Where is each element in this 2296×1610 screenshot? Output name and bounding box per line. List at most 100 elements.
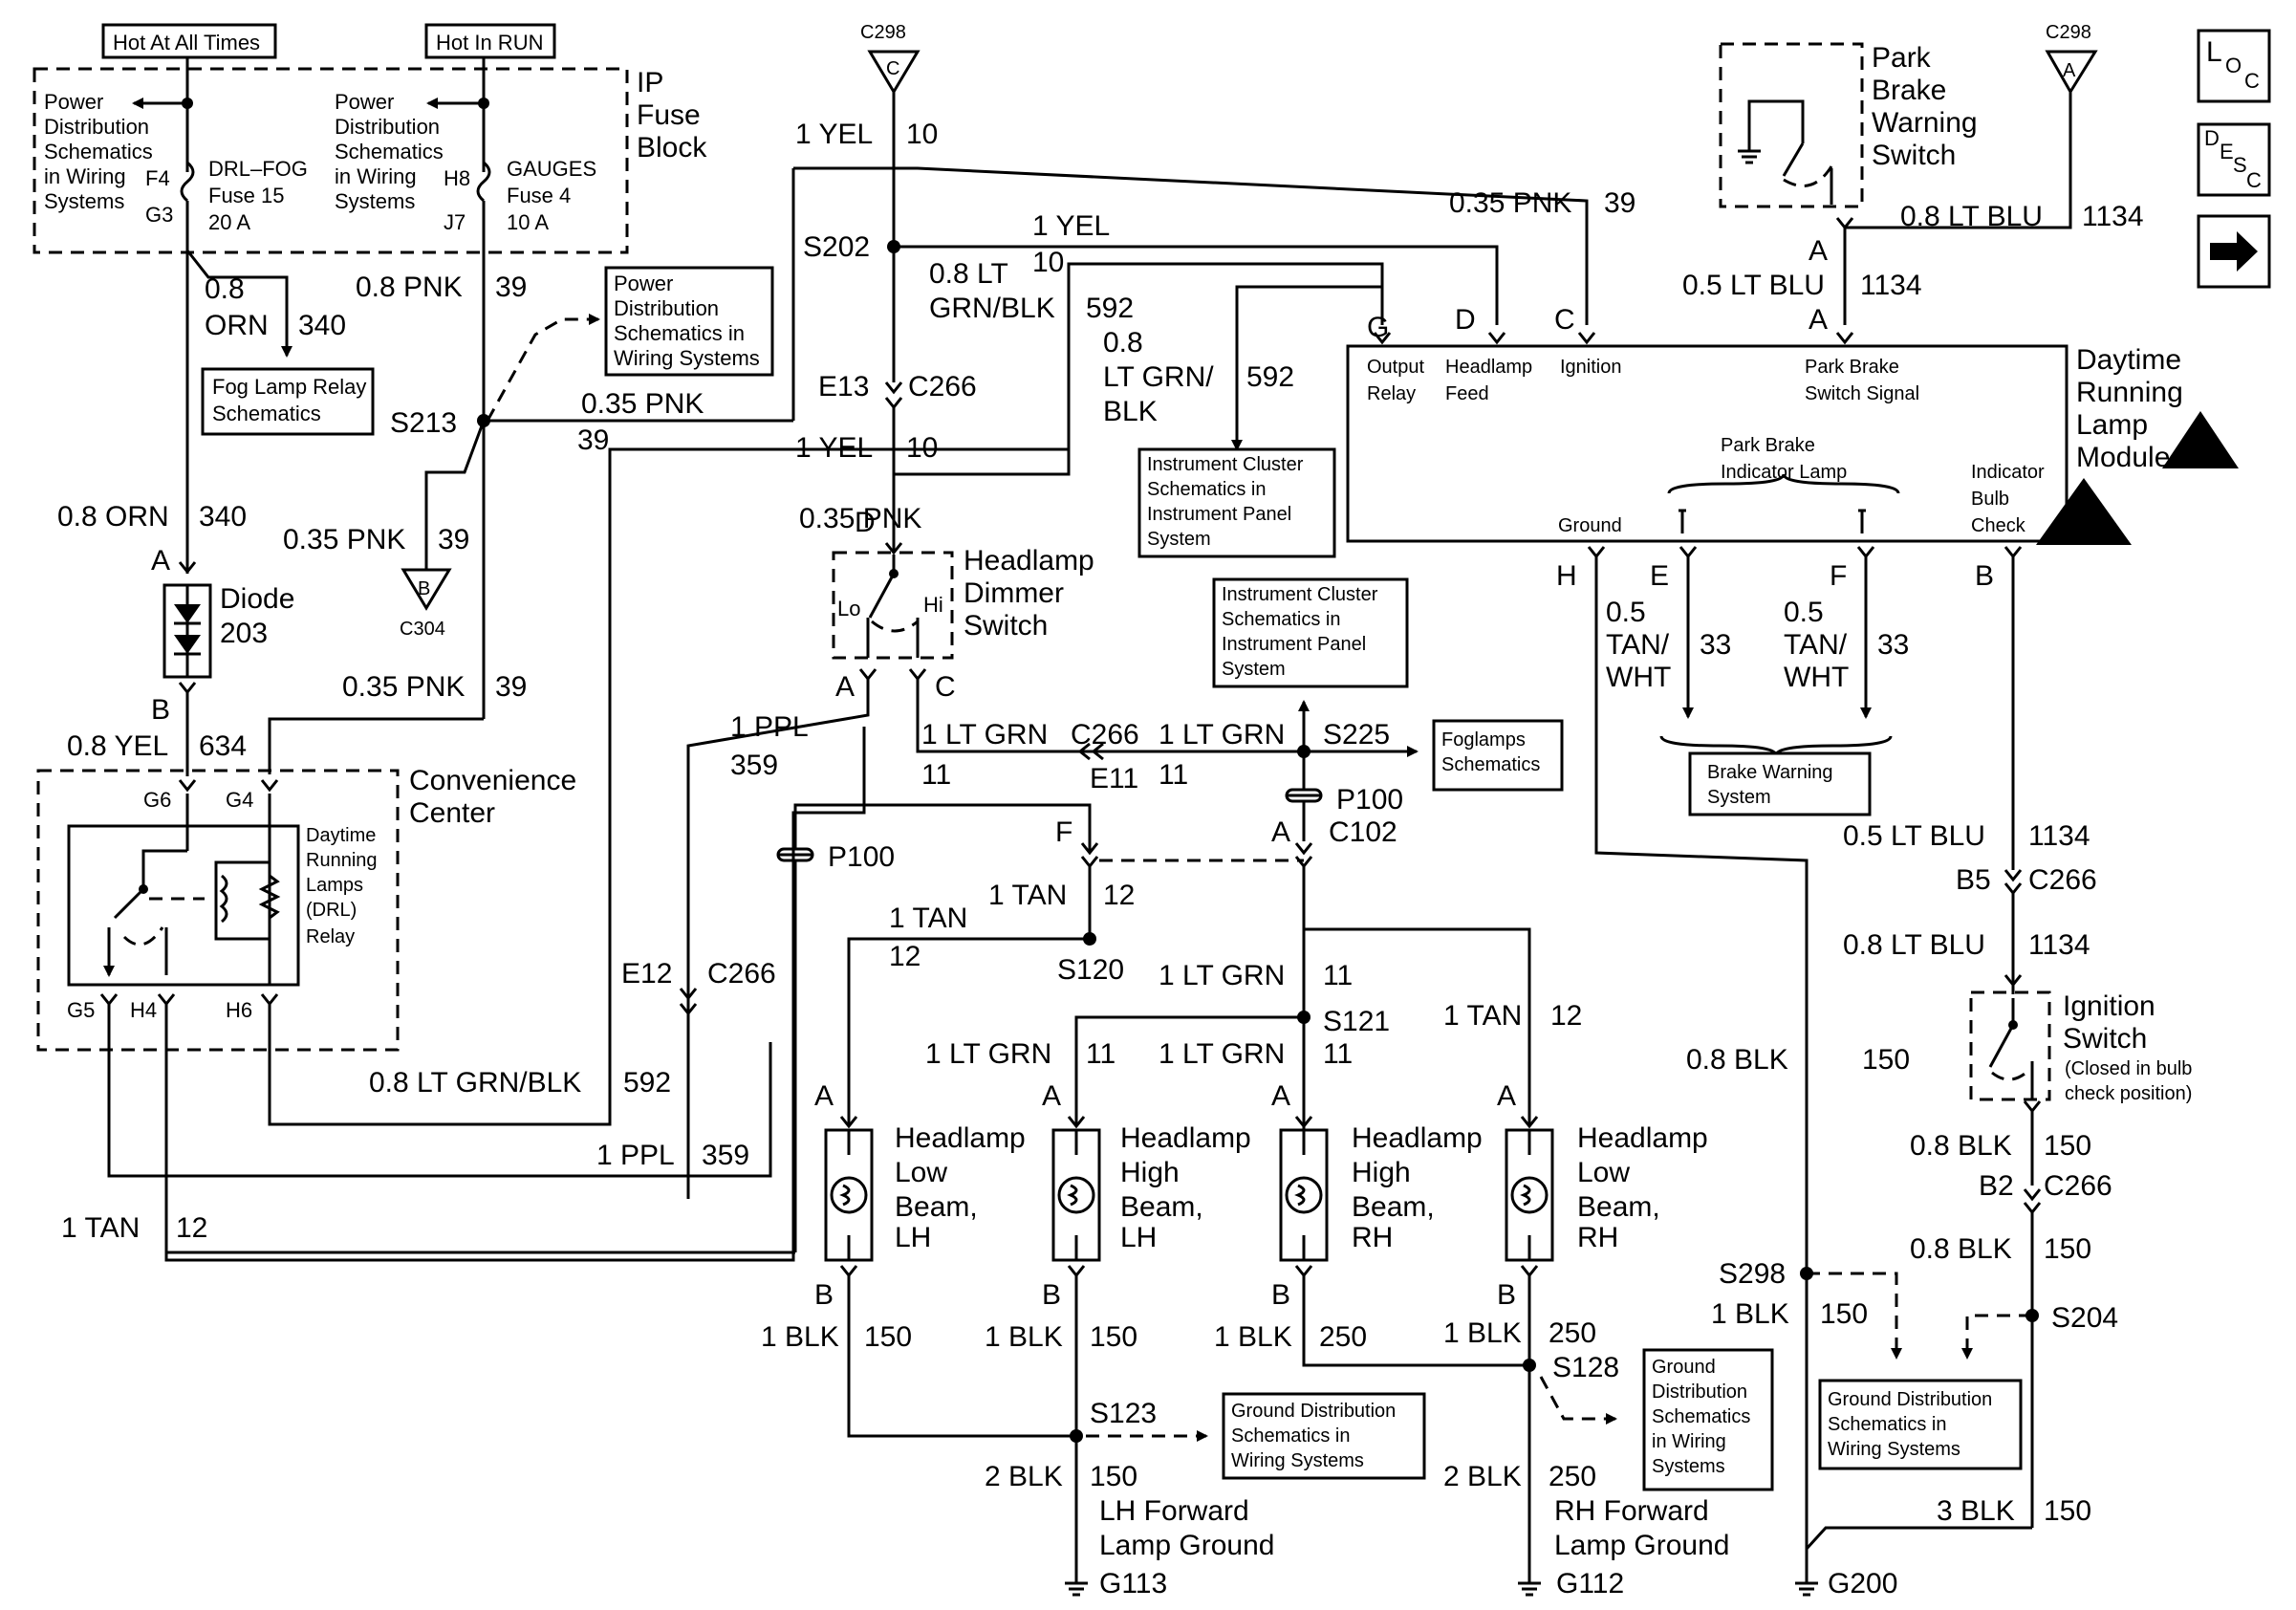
svg-text:Fuse 4: Fuse 4 xyxy=(507,184,571,207)
svg-text:ORN: ORN xyxy=(205,310,269,341)
svg-text:RH: RH xyxy=(1352,1222,1393,1253)
svg-text:GRN/BLK: GRN/BLK xyxy=(929,293,1055,324)
svg-text:Output: Output xyxy=(1367,357,1424,378)
svg-text:11: 11 xyxy=(1323,1038,1353,1070)
svg-text:System: System xyxy=(1707,787,1771,808)
svg-text:J7: J7 xyxy=(444,210,466,234)
foglamps-ref[interactable]: Foglamps Schematics xyxy=(1432,719,1564,792)
svg-text:D: D xyxy=(855,507,876,538)
svg-text:33: 33 xyxy=(1877,629,1909,661)
svg-text:B: B xyxy=(1271,1279,1290,1311)
ip-fuse-block: IP Fuse Block xyxy=(32,67,707,254)
svg-text:B2: B2 xyxy=(1979,1170,2014,1202)
svg-text:C304: C304 xyxy=(400,619,445,640)
svg-text:H4: H4 xyxy=(130,998,157,1022)
svg-text:C: C xyxy=(886,58,899,79)
svg-text:Ground Distribution: Ground Distribution xyxy=(1231,1401,1396,1422)
svg-text:0.8: 0.8 xyxy=(1103,327,1143,359)
svg-text:Switch Signal: Switch Signal xyxy=(1805,383,1919,404)
svg-text:G3: G3 xyxy=(145,203,173,227)
svg-text:10: 10 xyxy=(906,432,938,464)
connector-c298-right: C298 A xyxy=(2045,22,2098,95)
arrow-right-icon[interactable] xyxy=(2197,214,2271,289)
drl-module: G D C Output Relay Headlamp Feed Ignitio… xyxy=(1346,304,2183,543)
svg-text:Lamp: Lamp xyxy=(2076,409,2148,441)
svg-text:1 BLK: 1 BLK xyxy=(761,1321,839,1353)
svg-text:S213: S213 xyxy=(390,407,457,439)
svg-text:1134: 1134 xyxy=(2028,820,2090,852)
ground-distribution-ref-lh[interactable]: Ground Distribution Schematics in Wiring… xyxy=(1222,1392,1426,1480)
svg-text:1 LT GRN: 1 LT GRN xyxy=(1159,960,1285,991)
svg-text:250: 250 xyxy=(1319,1321,1367,1353)
loc-icon[interactable]: L O C xyxy=(2197,29,2271,103)
svg-text:150: 150 xyxy=(1090,1321,1137,1353)
svg-text:RH: RH xyxy=(1577,1222,1618,1253)
svg-text:B5: B5 xyxy=(1956,864,1991,896)
svg-text:S204: S204 xyxy=(2051,1302,2118,1334)
svg-text:1134: 1134 xyxy=(2082,201,2144,232)
svg-text:Switch: Switch xyxy=(964,610,1048,642)
connector-c298-top: C298 C xyxy=(860,22,921,95)
svg-text:11: 11 xyxy=(921,759,951,791)
ground-distribution-ref-rh[interactable]: Ground Distribution Schematics in Wiring… xyxy=(1642,1348,1774,1491)
svg-text:Indicator: Indicator xyxy=(1971,462,2045,483)
svg-text:Schematics: Schematics xyxy=(1441,754,1540,775)
svg-text:F: F xyxy=(1830,560,1847,592)
svg-text:S128: S128 xyxy=(1552,1352,1619,1383)
svg-text:1 YEL: 1 YEL xyxy=(795,432,873,464)
svg-text:C266: C266 xyxy=(1071,719,1139,751)
svg-text:C266: C266 xyxy=(2028,864,2097,896)
power-distribution-ref-box[interactable]: Power Distribution Schematics in Wiring … xyxy=(604,266,774,377)
brake-warning-system-ref[interactable]: Brake Warning System xyxy=(1688,751,1872,816)
svg-text:Schematics in: Schematics in xyxy=(614,321,745,345)
svg-text:0.8 YEL: 0.8 YEL xyxy=(67,730,168,762)
svg-text:Schematics in: Schematics in xyxy=(1147,479,1267,500)
ground-distribution-ref-right[interactable]: Ground Distribution Schematics in Wiring… xyxy=(1818,1379,2023,1470)
svg-text:TAN/: TAN/ xyxy=(1606,629,1670,661)
svg-text:Center: Center xyxy=(409,797,495,829)
svg-text:0.8: 0.8 xyxy=(205,273,245,305)
svg-text:E13: E13 xyxy=(818,371,869,402)
svg-text:3 BLK: 3 BLK xyxy=(1937,1495,2015,1527)
svg-text:B: B xyxy=(1042,1279,1061,1311)
svg-text:634: 634 xyxy=(199,730,247,762)
svg-text:DRL–FOG: DRL–FOG xyxy=(208,157,308,181)
svg-text:Beam,: Beam, xyxy=(895,1191,978,1223)
svg-text:G4: G4 xyxy=(226,788,253,812)
svg-text:G112: G112 xyxy=(1556,1568,1624,1599)
svg-text:L: L xyxy=(2206,36,2222,68)
svg-text:12: 12 xyxy=(1550,1000,1582,1032)
instrument-cluster-ref-1[interactable]: Instrument Cluster Schematics in Instrum… xyxy=(1137,447,1336,558)
svg-text:(DRL): (DRL) xyxy=(306,900,357,921)
svg-text:Park Brake: Park Brake xyxy=(1721,435,1815,456)
desc-icon[interactable]: D E S C xyxy=(2197,122,2271,197)
svg-text:Low: Low xyxy=(1577,1157,1630,1188)
svg-text:Power: Power xyxy=(44,90,103,114)
fuse-icon xyxy=(180,161,195,203)
svg-text:Ignition: Ignition xyxy=(2063,990,2155,1022)
svg-text:H8: H8 xyxy=(444,166,470,190)
svg-text:LH: LH xyxy=(1120,1222,1157,1253)
svg-text:WHT: WHT xyxy=(1606,662,1671,693)
svg-text:1 BLK: 1 BLK xyxy=(985,1321,1063,1353)
svg-text:Module: Module xyxy=(2076,442,2170,473)
svg-text:Ignition: Ignition xyxy=(1560,357,1622,378)
svg-text:P100: P100 xyxy=(828,841,895,873)
svg-text:150: 150 xyxy=(2044,1233,2091,1265)
svg-text:B: B xyxy=(418,578,430,599)
svg-text:1 BLK: 1 BLK xyxy=(1443,1317,1522,1349)
svg-text:1134: 1134 xyxy=(1860,270,1922,301)
svg-text:Ground: Ground xyxy=(1652,1357,1716,1378)
fog-lamp-relay-ref[interactable]: Fog Lamp Relay Schematics xyxy=(201,367,375,436)
svg-text:F4: F4 xyxy=(145,166,170,190)
svg-text:Indicator Lamp: Indicator Lamp xyxy=(1721,462,1847,483)
svg-text:Beam,: Beam, xyxy=(1577,1191,1660,1223)
svg-text:Power: Power xyxy=(335,90,394,114)
svg-text:O: O xyxy=(2225,54,2242,77)
svg-text:WHT: WHT xyxy=(1784,662,1849,693)
hot-in-run-label: Hot In RUN xyxy=(424,23,556,59)
svg-text:C266: C266 xyxy=(707,958,776,990)
instrument-cluster-ref-2[interactable]: Instrument Cluster Schematics in Instrum… xyxy=(1212,577,1409,688)
svg-text:39: 39 xyxy=(495,272,527,303)
svg-text:S120: S120 xyxy=(1057,954,1124,986)
